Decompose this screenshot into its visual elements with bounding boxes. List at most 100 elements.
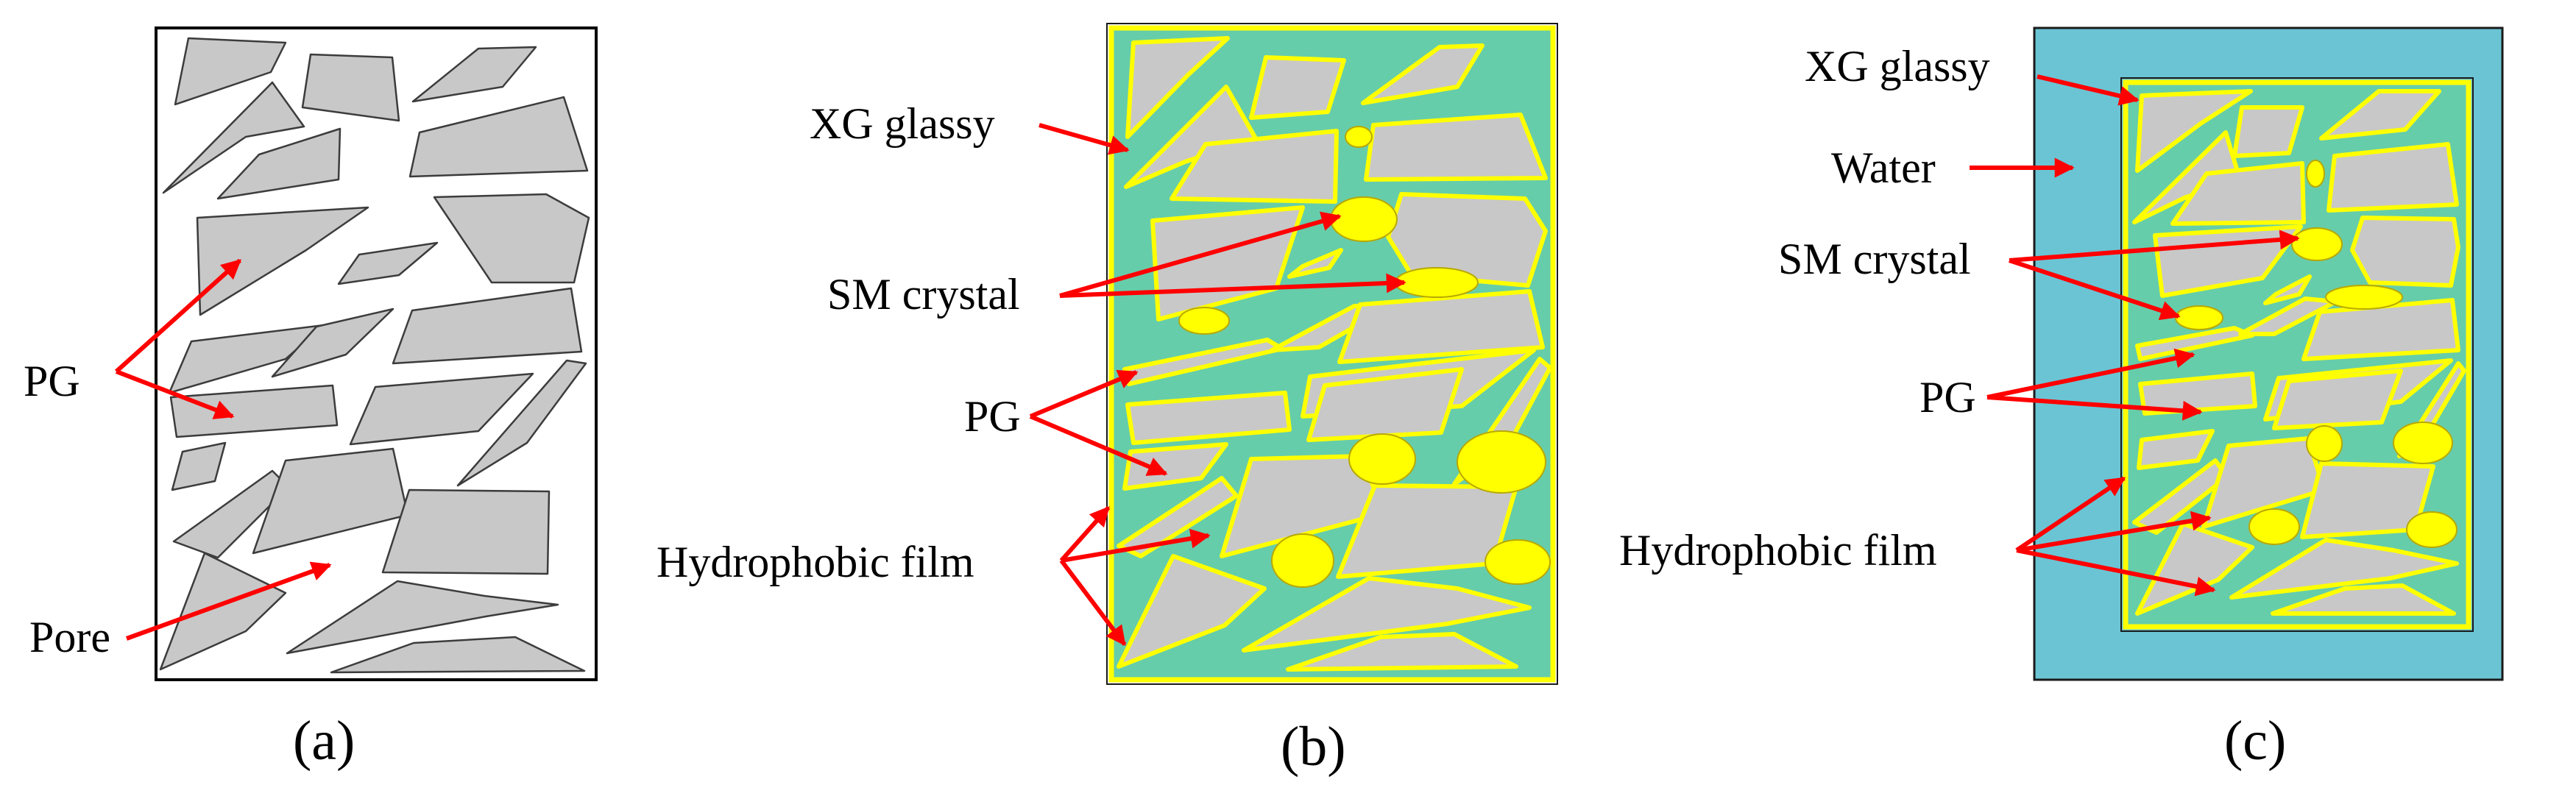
pg-particle <box>2137 429 2215 470</box>
sm-crystal <box>1178 307 1230 335</box>
panel-c-sm-crystal-label: SM crystal <box>1778 235 1971 283</box>
pg-particle <box>2153 224 2303 298</box>
pg-particle <box>2319 89 2441 141</box>
sm-crystal <box>1330 196 1398 242</box>
sm-crystal <box>2306 425 2343 462</box>
pg-particle <box>1122 442 1228 491</box>
pg-particle <box>1287 248 1343 279</box>
pg-particle <box>411 46 537 103</box>
pg-particle <box>2135 89 2253 173</box>
pg-particle <box>1386 192 1548 288</box>
panel-b-film-arrow-3 <box>1059 559 1127 647</box>
panel-b-caption: (b) <box>1281 716 1346 778</box>
pg-particle <box>381 488 551 575</box>
panel-c-xg-glassy-label: XG glassy <box>1805 42 1990 90</box>
pg-particle <box>2138 371 2257 416</box>
sm-crystal <box>2291 227 2343 261</box>
sm-crystal <box>1485 539 1551 585</box>
sm-crystal <box>1395 267 1479 298</box>
pg-particle <box>2301 298 2460 361</box>
pg-particle <box>271 307 394 378</box>
sm-crystal <box>2248 508 2300 545</box>
panel-a-pore-label: Pore <box>29 613 110 661</box>
pg-particle <box>1249 55 1346 120</box>
panel-b-film-arrow-1 <box>1059 505 1111 562</box>
pg-particle <box>330 636 586 674</box>
pg-particle <box>392 287 583 365</box>
panel-b-xg-glassy-label: XG glassy <box>810 99 995 148</box>
pg-particle <box>216 127 342 200</box>
pg-particle <box>1117 554 1267 669</box>
panel-c-film-arrow-2 <box>2016 511 2212 552</box>
pg-particle <box>301 53 400 122</box>
sm-crystal <box>1348 433 1416 485</box>
sm-crystal <box>1271 533 1334 588</box>
pg-particle <box>2326 142 2459 213</box>
panel-b-sm-crystal-arrow-2 <box>1059 273 1406 298</box>
panel-a-pg-arrow-1 <box>114 258 242 374</box>
panel-c-water-label: Water <box>1831 143 1936 192</box>
panel-b-sm-crystals <box>1178 126 1551 588</box>
pg-particle <box>1364 113 1548 182</box>
panel-a-particles <box>159 37 590 674</box>
pg-particle <box>1117 476 1239 558</box>
panel-b: XG glassy SM crystal PG Hydrophobic film… <box>657 23 1558 778</box>
panel-a-pg-arrow-2 <box>115 369 235 419</box>
panel-c-film-arrow-1 <box>2015 476 2126 552</box>
pg-particle <box>159 552 287 671</box>
panel-a-pg-label: PG <box>24 357 80 405</box>
panel-b-film-arrow-2 <box>1061 528 1211 563</box>
sm-crystal <box>1345 126 1373 148</box>
pg-particle <box>408 96 589 178</box>
panel-b-particles <box>1117 36 1552 672</box>
pg-particle <box>171 441 227 491</box>
panel-c-xg-glassy-arrow <box>2037 74 2140 106</box>
sm-crystal <box>2306 160 2325 188</box>
sm-crystal <box>2175 305 2223 330</box>
pg-particle <box>162 81 305 194</box>
pg-particle <box>1170 129 1339 204</box>
pg-particle <box>1125 36 1230 139</box>
panel-c-caption: (c) <box>2224 710 2286 772</box>
panel-c-inner-outline <box>2120 77 2474 632</box>
pg-particle <box>337 241 439 285</box>
panel-c-hydrophobic-film-label: Hydrophobic film <box>1619 526 1937 575</box>
panel-c-pg-label: PG <box>1919 373 1976 422</box>
pg-particle <box>168 324 325 394</box>
panel-a-caption: (a) <box>293 710 355 772</box>
panel-c: XG glassy Water SM crystal PG Hydrophobi… <box>1619 26 2504 772</box>
pg-particle <box>174 37 287 106</box>
pg-particle <box>196 206 369 316</box>
panel-c-film-arrow-3 <box>2016 548 2216 597</box>
panel-b-xg-glassy-arrow <box>1038 123 1130 155</box>
pg-particle <box>2135 522 2254 616</box>
panel-c-sm-crystal-arrow-2 <box>2009 258 2181 321</box>
sm-crystal <box>2325 285 2403 310</box>
panel-a: PG Pore (a) <box>24 26 598 772</box>
panel-c-pg-arrow-1 <box>1986 348 2195 399</box>
sm-crystal <box>1457 430 1546 494</box>
pg-particle <box>1361 43 1485 105</box>
panel-b-pg-arrow-2 <box>1029 414 1168 476</box>
panel-c-sm-crystal-arrow-1 <box>2009 230 2300 263</box>
pg-particle <box>1125 391 1292 445</box>
panel-b-hydrophobic-film-label: Hydrophobic film <box>657 538 974 586</box>
pg-particle <box>2271 583 2456 616</box>
pg-particle <box>2263 274 2312 305</box>
pg-particle <box>2229 538 2459 600</box>
panel-c-sm-crystals <box>2175 160 2458 548</box>
pg-particle <box>1306 367 1464 442</box>
pg-particle <box>2350 216 2460 288</box>
sm-crystal <box>2393 422 2453 464</box>
pg-particle <box>2272 369 2403 430</box>
panel-b-sm-crystal-label: SM crystal <box>827 270 1020 319</box>
pg-particle <box>1242 576 1532 653</box>
sm-crystal <box>2406 511 2458 548</box>
panel-b-outline <box>1106 23 1558 685</box>
panel-b-pg-arrow-1 <box>1029 369 1139 419</box>
pg-particle <box>2232 105 2304 158</box>
panel-b-pg-label: PG <box>964 392 1021 441</box>
pg-particle <box>169 384 339 438</box>
panel-c-particles <box>2132 89 2466 616</box>
panel-a-pore-arrow <box>125 561 332 641</box>
